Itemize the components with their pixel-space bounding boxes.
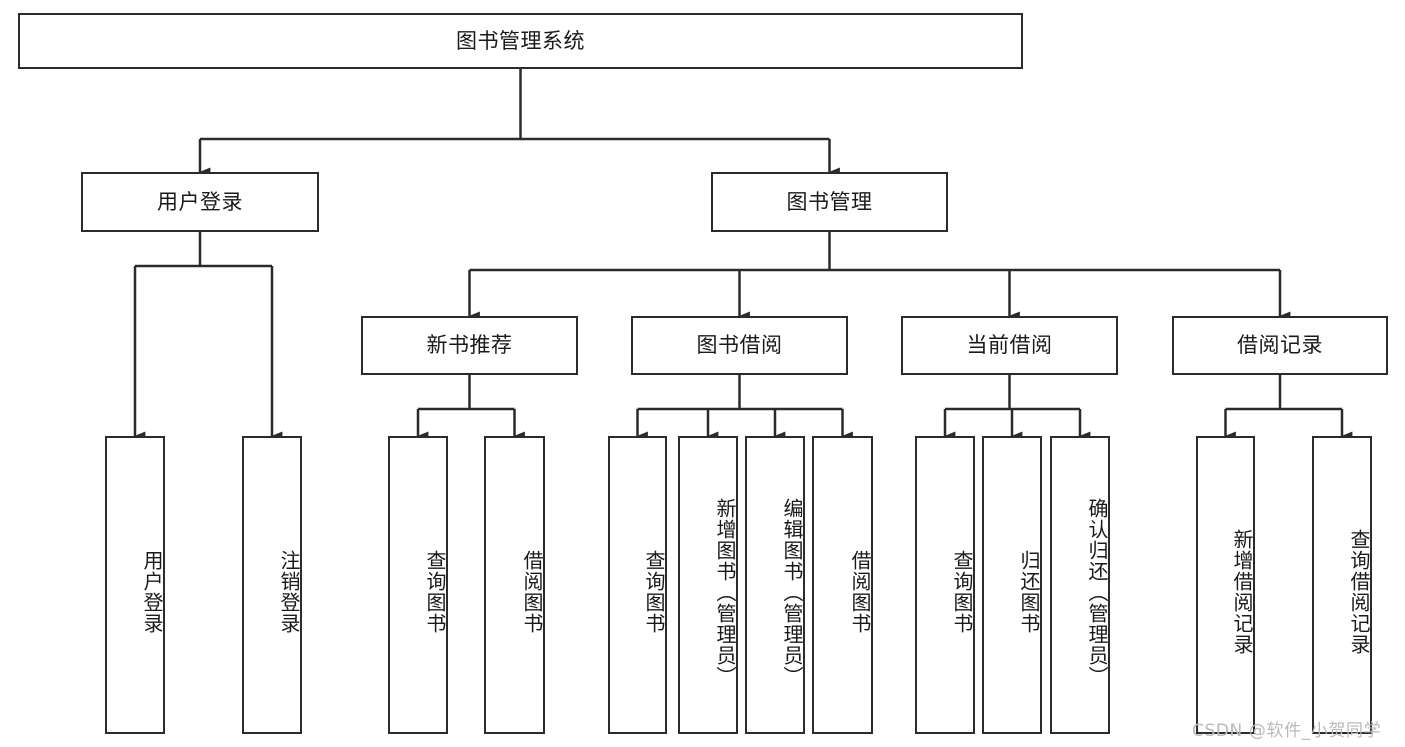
node-label: 新增图书（管理员） <box>713 497 737 687</box>
node-label: 图书管理系统 <box>456 28 585 53</box>
node-leaf-add-book[interactable]: 新增图书（管理员） <box>678 436 738 734</box>
node-current-borrow[interactable]: 当前借阅 <box>901 316 1118 375</box>
node-leaf-return-book[interactable]: 归还图书 <box>982 436 1042 734</box>
node-label: 新增借阅记录 <box>1230 529 1254 655</box>
node-label: 借阅记录 <box>1237 333 1323 358</box>
node-leaf-query-record[interactable]: 查询借阅记录 <box>1312 436 1372 734</box>
node-leaf-borrow-book-1[interactable]: 借阅图书 <box>484 436 545 734</box>
node-label: 查询图书 <box>423 550 447 634</box>
node-label: 归还图书 <box>1017 550 1041 634</box>
watermark-csdn: CSDN @软件_小贺同学 <box>1192 721 1382 741</box>
node-leaf-borrow-book-2[interactable]: 借阅图书 <box>812 436 873 734</box>
node-label: 用户登录 <box>157 189 243 214</box>
node-label: 确认归还（管理员） <box>1085 497 1109 687</box>
node-label: 图书管理 <box>786 189 873 214</box>
node-borrow-record[interactable]: 借阅记录 <box>1172 316 1388 375</box>
node-book-manage[interactable]: 图书管理 <box>711 172 948 232</box>
node-leaf-query-book-3[interactable]: 查询图书 <box>915 436 975 734</box>
node-label: 查询借阅记录 <box>1347 529 1371 655</box>
node-label: 编辑图书（管理员） <box>780 497 804 687</box>
node-leaf-add-record[interactable]: 新增借阅记录 <box>1196 436 1255 734</box>
node-label: 用户登录 <box>140 550 164 634</box>
node-leaf-confirm-return[interactable]: 确认归还（管理员） <box>1050 436 1110 734</box>
node-leaf-query-book-2[interactable]: 查询图书 <box>608 436 667 734</box>
node-label: 图书借阅 <box>696 333 783 358</box>
node-label: 新书推荐 <box>426 333 513 358</box>
node-label: 当前借阅 <box>966 333 1053 358</box>
node-leaf-user-login[interactable]: 用户登录 <box>105 436 165 734</box>
node-leaf-logout[interactable]: 注销登录 <box>242 436 302 734</box>
node-leaf-edit-book[interactable]: 编辑图书（管理员） <box>745 436 805 734</box>
node-label: 借阅图书 <box>520 550 544 634</box>
node-label: 查询图书 <box>642 550 666 634</box>
node-label: 借阅图书 <box>848 550 872 634</box>
node-leaf-query-book-1[interactable]: 查询图书 <box>388 436 448 734</box>
node-new-book-recommend[interactable]: 新书推荐 <box>361 316 578 375</box>
node-label: 注销登录 <box>277 550 301 634</box>
node-root[interactable]: 图书管理系统 <box>18 13 1023 69</box>
node-book-borrow[interactable]: 图书借阅 <box>631 316 848 375</box>
node-label: 查询图书 <box>950 550 974 634</box>
node-user-login[interactable]: 用户登录 <box>81 172 319 232</box>
